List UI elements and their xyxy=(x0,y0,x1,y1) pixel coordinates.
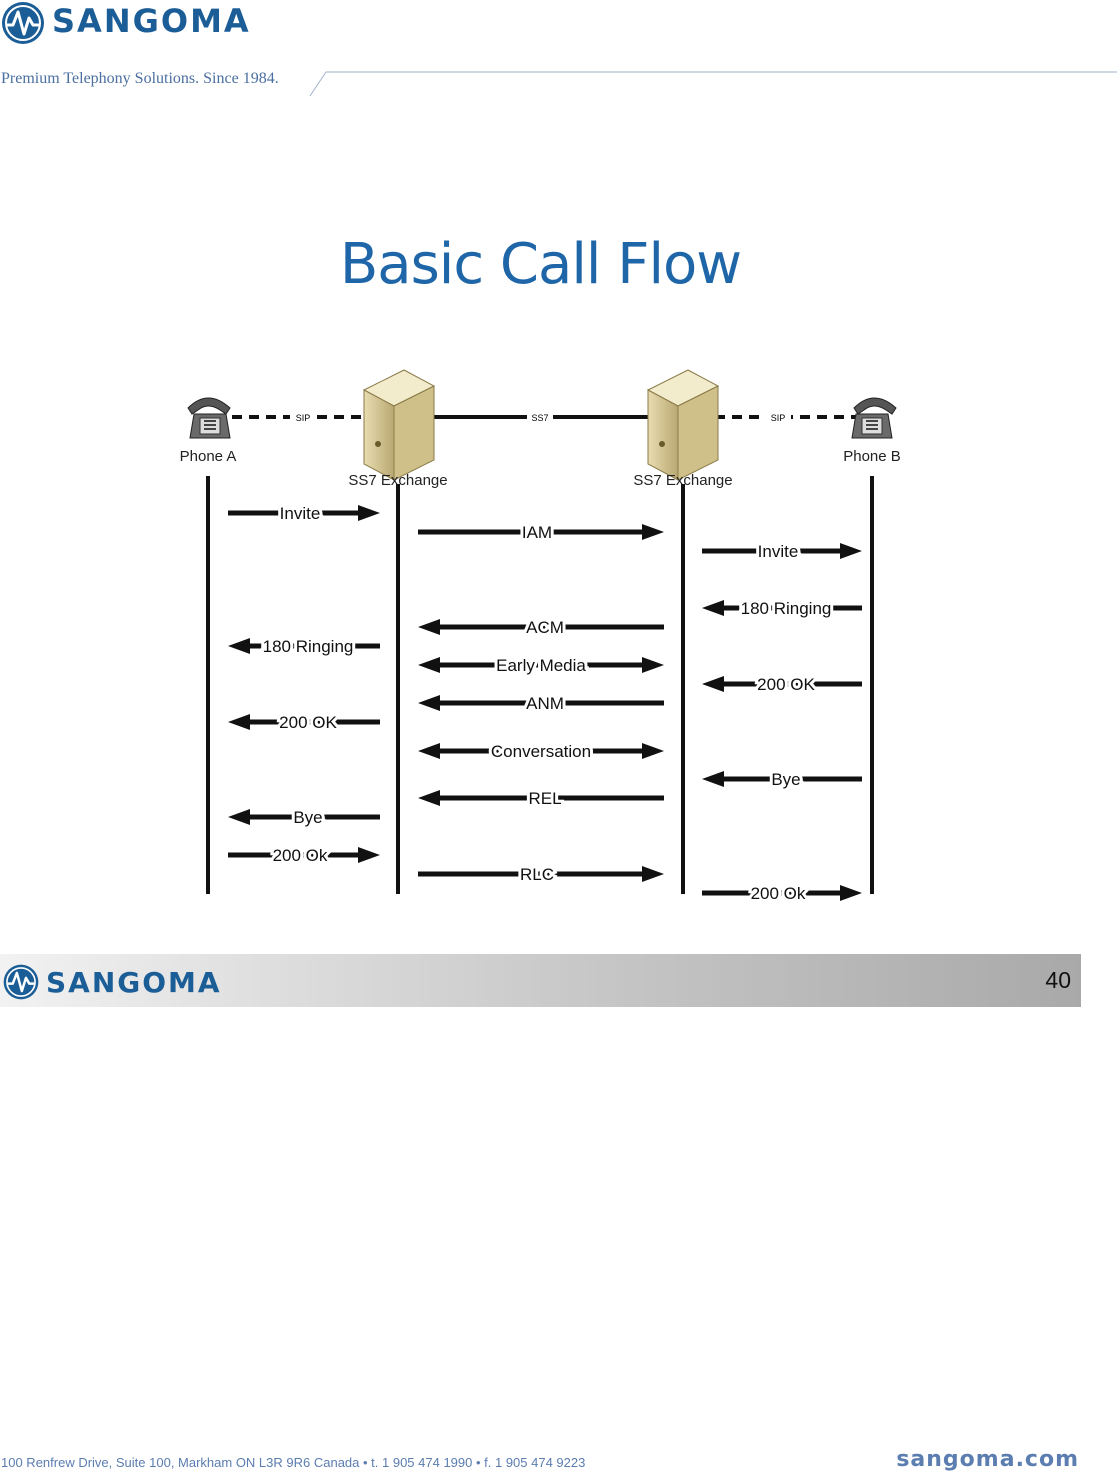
message-arrow: 200 Ok xyxy=(702,881,862,906)
message-arrow: 200 Ok xyxy=(228,843,380,868)
exchange-2-label: SS7 Exchange xyxy=(633,472,732,489)
message-arrow: ACM xyxy=(418,615,664,640)
message-label: 180 Ringing xyxy=(263,637,354,656)
phone-a-label: Phone A xyxy=(180,448,237,465)
message-label: 180 Ringing xyxy=(741,599,832,618)
page-number: 40 xyxy=(1045,967,1071,993)
message-arrow: Conversation xyxy=(418,739,664,764)
exchange-1-label: SS7 Exchange xyxy=(348,472,447,489)
message-arrow: Early Media xyxy=(418,653,664,678)
brand-name: SANGOMA xyxy=(52,2,251,40)
footer-logo: SANGOMA xyxy=(2,963,222,1001)
arrow-head xyxy=(642,743,664,759)
footer-address: 100 Renfrew Drive, Suite 100, Markham ON… xyxy=(1,1455,586,1470)
tagline: Premium Telephony Solutions. Since 1984. xyxy=(1,70,279,87)
tagline-divider xyxy=(309,71,1117,97)
phone-b-label: Phone B xyxy=(843,448,901,465)
message-arrow: Bye xyxy=(702,767,862,792)
sangoma-logo-icon xyxy=(2,2,44,44)
message-label: Bye xyxy=(293,808,322,827)
message-arrow: 180 Ringing xyxy=(702,596,862,621)
arrow-head xyxy=(642,657,664,673)
message-arrow: Bye xyxy=(228,805,380,830)
footer-brand-name: SANGOMA xyxy=(46,965,222,999)
message-arrows: Invite 180 Ringing 200 OK Bye 200 Ok IAM ACM Ea… xyxy=(228,501,862,906)
arrow-head xyxy=(228,809,250,825)
message-arrow: Invite xyxy=(228,501,380,526)
message-arrow: RLC xyxy=(418,862,664,887)
server-1-icon xyxy=(362,369,436,481)
arrow-head xyxy=(642,524,664,540)
arrow-head xyxy=(702,676,724,692)
message-arrow: Invite xyxy=(702,539,862,564)
arrow-head xyxy=(228,714,250,730)
arrow-head xyxy=(418,619,440,635)
message-label: Invite xyxy=(758,542,799,561)
footer-bar: SANGOMA 40 xyxy=(0,954,1081,1007)
footer-website: sangoma.com xyxy=(896,1447,1079,1472)
message-label: REL xyxy=(528,789,561,808)
call-flow-diagram: SIP SS7 SIP Phone A SS7 Exchange SS7 Exc… xyxy=(180,369,901,906)
footer-sangoma-logo-icon xyxy=(3,964,39,1000)
message-arrow: 200 OK xyxy=(702,672,862,697)
sip-right-label: SIP xyxy=(771,413,786,423)
message-label: ANM xyxy=(526,694,564,713)
message-label: 200 Ok xyxy=(273,846,328,865)
arrow-head xyxy=(702,600,724,616)
header-logo: SANGOMA xyxy=(0,0,251,46)
message-label: Bye xyxy=(771,770,800,789)
message-label: 200 OK xyxy=(279,713,337,732)
arrow-head xyxy=(358,847,380,863)
arrow-head xyxy=(642,866,664,882)
ss7-link-label: SS7 xyxy=(531,413,548,423)
message-arrow: IAM xyxy=(418,520,664,545)
arrow-head xyxy=(840,543,862,559)
message-arrow: ANM xyxy=(418,691,664,716)
slide-title: Basic Call Flow xyxy=(339,232,742,297)
message-label: 200 Ok xyxy=(751,884,806,903)
message-label: IAM xyxy=(522,523,552,542)
message-label: Early Media xyxy=(496,656,586,675)
message-label: 200 OK xyxy=(757,675,815,694)
arrow-head xyxy=(418,695,440,711)
server-2-icon xyxy=(646,369,720,481)
phone-a-icon xyxy=(187,397,231,439)
message-arrow: REL xyxy=(418,786,664,811)
sip-left-label: SIP xyxy=(296,413,311,423)
message-label: Invite xyxy=(280,504,321,523)
message-label: Conversation xyxy=(491,742,591,761)
arrow-head xyxy=(358,505,380,521)
phone-b-icon xyxy=(851,397,897,439)
arrow-head xyxy=(840,885,862,901)
arrow-head xyxy=(418,743,440,759)
arrow-head xyxy=(418,790,440,806)
message-arrow: 180 Ringing xyxy=(228,634,380,659)
arrow-head xyxy=(418,657,440,673)
arrow-head xyxy=(702,771,724,787)
message-arrow: 200 OK xyxy=(228,710,380,735)
arrow-head xyxy=(228,638,250,654)
message-label: ACM xyxy=(526,618,564,637)
message-label: RLC xyxy=(520,865,554,884)
